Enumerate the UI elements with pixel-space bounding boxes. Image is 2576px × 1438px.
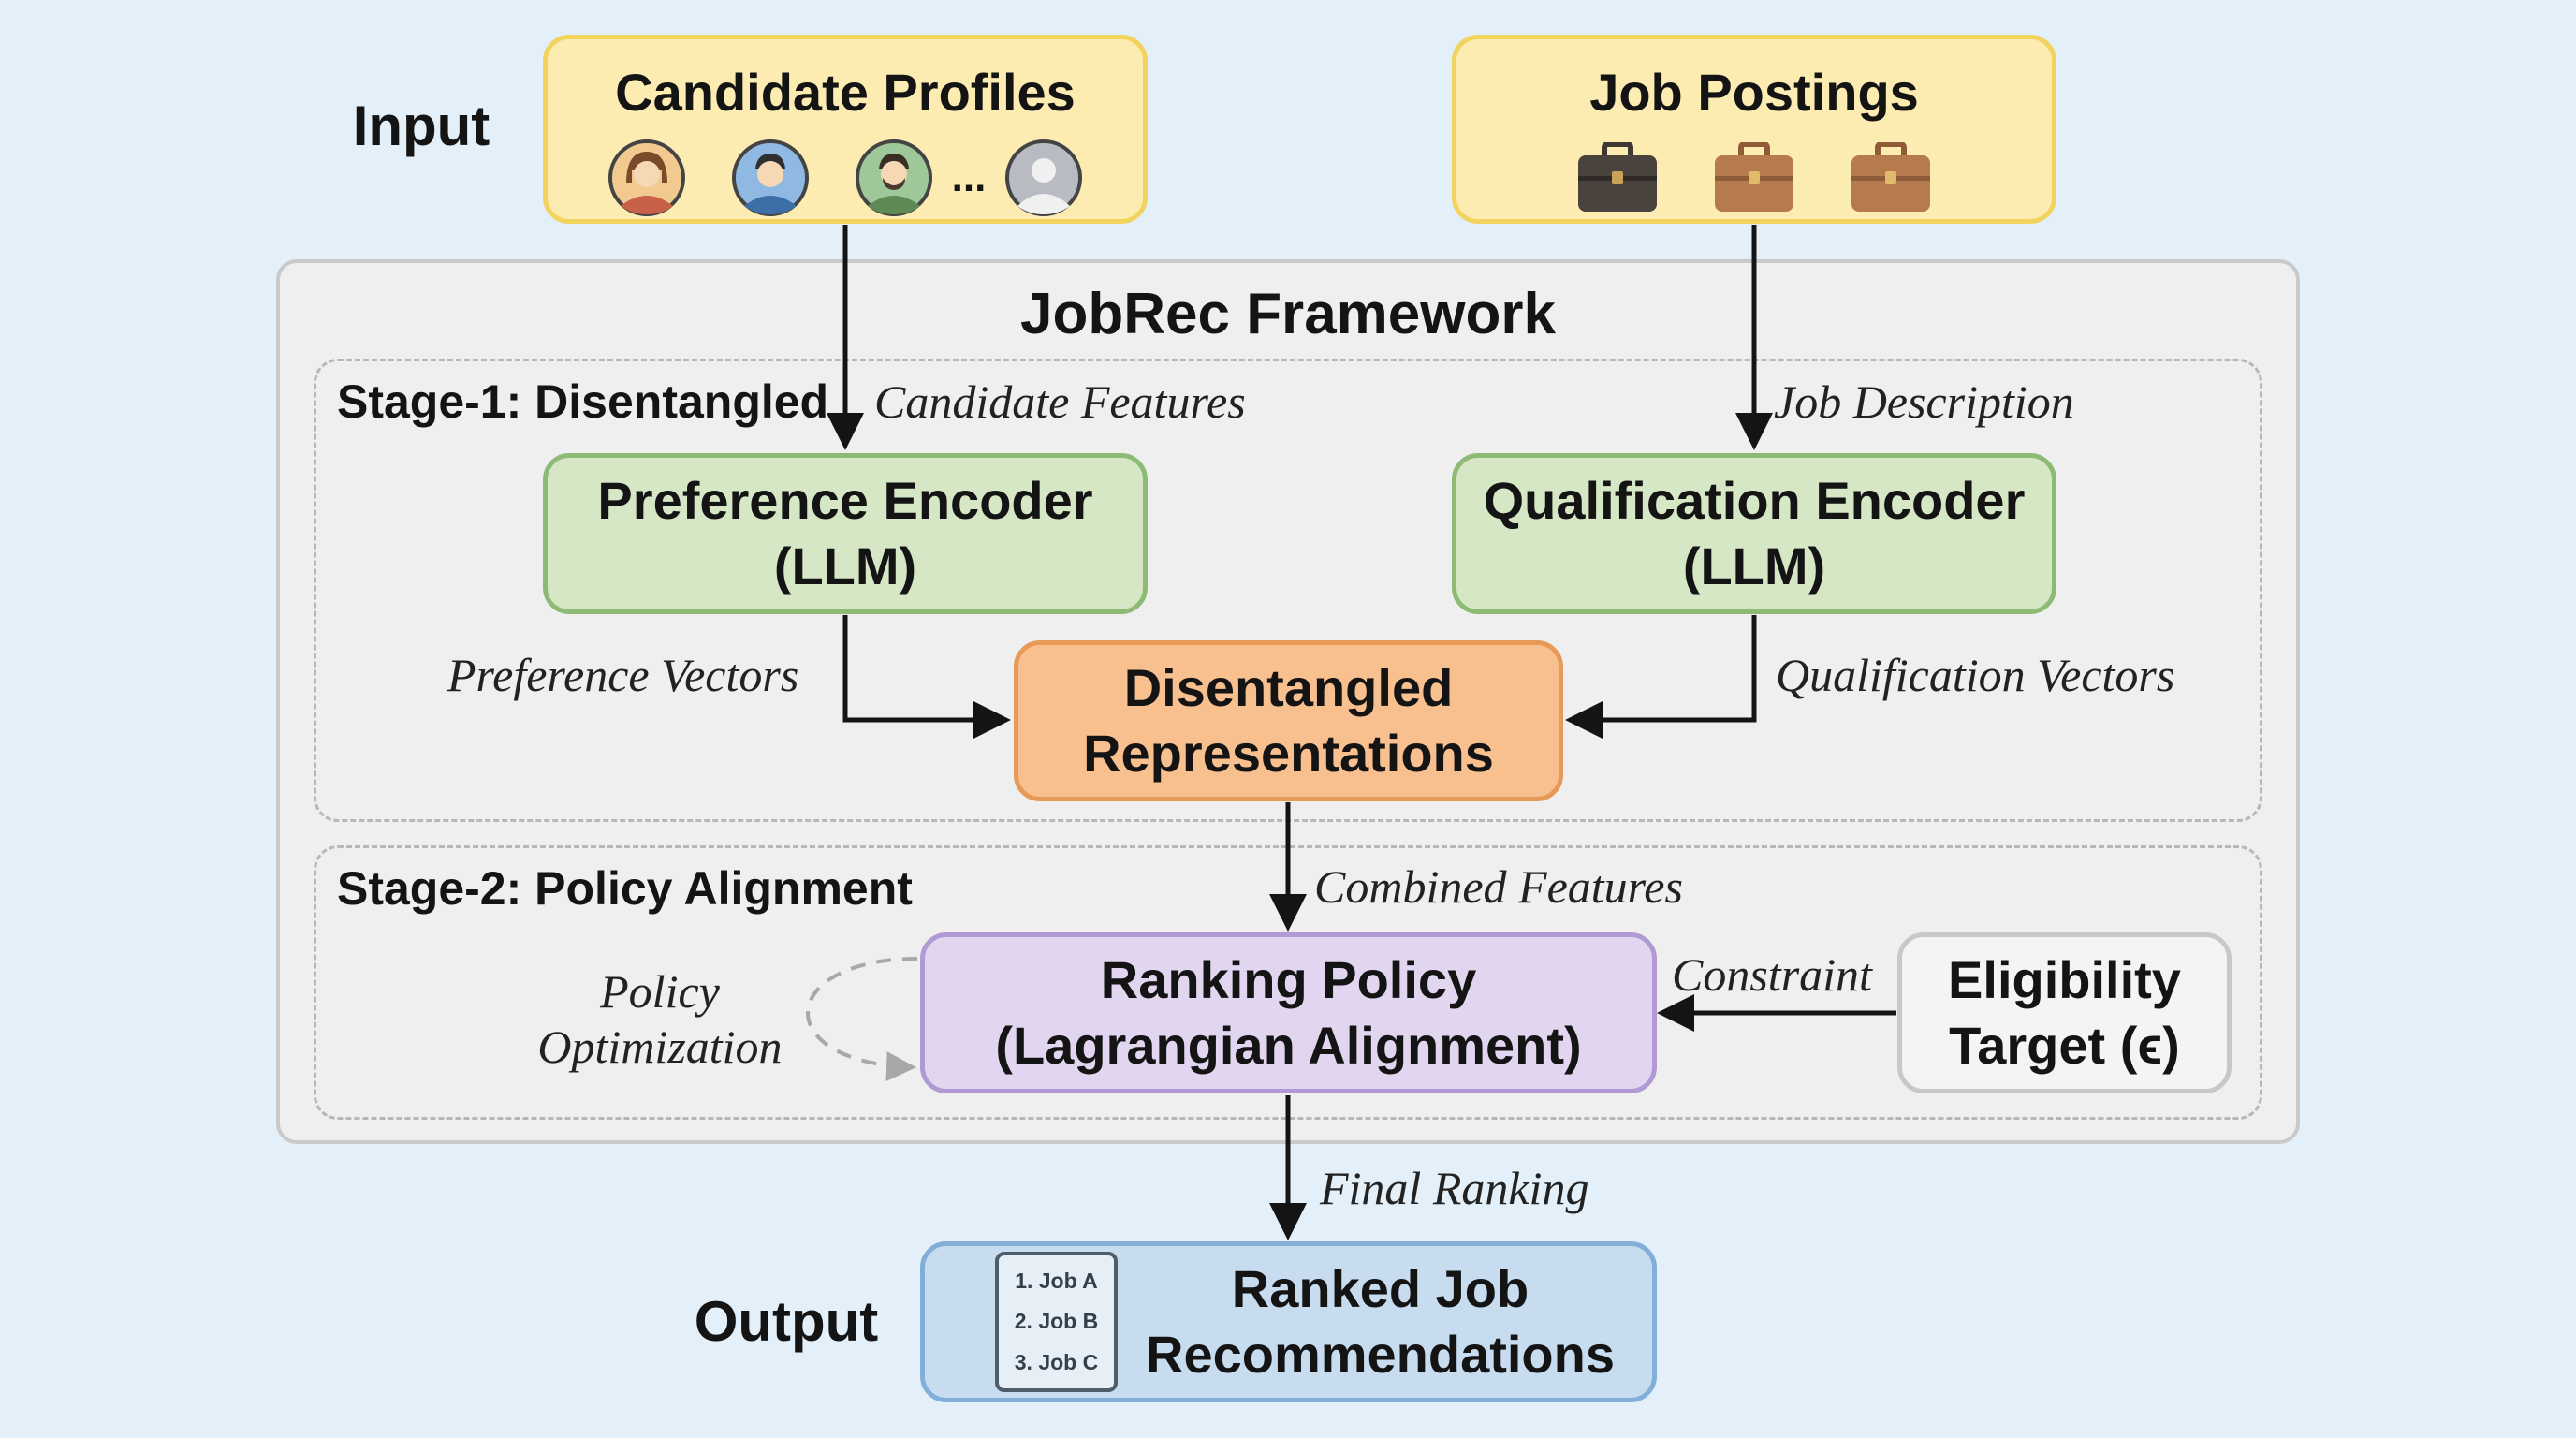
edge-label-job-description: Job Description	[1774, 375, 2074, 428]
ranking-policy-line2: (Lagrangian Alignment)	[995, 1016, 1582, 1075]
edge-label-candidate-features: Candidate Features	[874, 375, 1246, 428]
candidate-avatars: ...	[607, 139, 1084, 217]
preference-encoder-line1: Preference Encoder	[597, 471, 1093, 530]
edge-label-policy: Policy	[600, 965, 720, 1018]
edge-label-qualification-vectors: Qualification Vectors	[1776, 649, 2175, 701]
eligibility-line1: Eligibility	[1948, 950, 2181, 1009]
output-line2: Recommendations	[1146, 1325, 1615, 1384]
avatar-man-beard-icon	[855, 139, 932, 216]
output-label: Output	[694, 1290, 879, 1353]
edge-label-optimization: Optimization	[537, 1020, 783, 1073]
disentangled-line2: Representations	[1083, 724, 1494, 783]
avatar-generic-icon	[1005, 139, 1083, 216]
edge-label-preference-vectors: Preference Vectors	[447, 649, 799, 701]
qualification-encoder-line2: (LLM)	[1682, 536, 1826, 595]
input-label: Input	[352, 95, 490, 157]
eligibility-line2: Target (ϵ)	[1949, 1016, 2180, 1075]
arrow-qualification-to-disentangled	[1565, 615, 1757, 739]
arrow-preference-to-disentangled	[842, 615, 1011, 739]
eligibility-target-box: Eligibility Target (ϵ)	[1897, 932, 2232, 1093]
candidate-profiles-title: Candidate Profiles	[615, 63, 1076, 122]
job-postings-box: Job Postings	[1452, 35, 2056, 224]
ranked-list-item: 1. Job A	[1015, 1269, 1098, 1294]
briefcase-brown-icon	[1715, 142, 1793, 212]
candidates-ellipsis: ...	[951, 154, 987, 200]
qualification-encoder-line1: Qualification Encoder	[1483, 471, 2026, 530]
edge-label-final-ranking: Final Ranking	[1320, 1162, 1589, 1214]
job-postings-title: Job Postings	[1589, 63, 1919, 122]
disentangled-representations-box: Disentangled Representations	[1014, 640, 1563, 801]
briefcase-brown-icon	[1852, 142, 1930, 212]
arrow-policy-optimization-loop	[806, 957, 918, 1082]
avatar-man-icon	[731, 139, 809, 216]
ranked-job-recommendations-box: 1. Job A 2. Job B 3. Job C Ranked Job Re…	[920, 1241, 1657, 1402]
ranking-policy-line1: Ranking Policy	[1100, 950, 1477, 1009]
qualification-encoder-box: Qualification Encoder (LLM)	[1452, 453, 2056, 614]
briefcase-dark-icon	[1578, 142, 1657, 212]
edge-label-combined-features: Combined Features	[1314, 860, 1683, 913]
ranking-policy-box: Ranking Policy (Lagrangian Alignment)	[920, 932, 1657, 1093]
disentangled-line1: Disentangled	[1123, 658, 1454, 717]
ranked-list-item: 2. Job B	[1014, 1309, 1099, 1334]
edge-label-constraint: Constraint	[1672, 948, 1872, 1001]
ranked-list-icon: 1. Job A 2. Job B 3. Job C	[995, 1252, 1118, 1392]
avatar-woman-icon	[607, 139, 685, 216]
job-briefcases	[1576, 142, 1932, 213]
output-line1: Ranked Job	[1231, 1259, 1530, 1318]
preference-encoder-box: Preference Encoder (LLM)	[543, 453, 1148, 614]
stage-1-title: Stage-1: Disentangled	[337, 375, 829, 428]
framework-title: JobRec Framework	[1020, 282, 1556, 346]
stage-2-title: Stage-2: Policy Alignment	[337, 862, 913, 915]
ranked-list-item: 3. Job C	[1014, 1349, 1099, 1374]
preference-encoder-line2: (LLM)	[773, 536, 917, 595]
candidate-profiles-box: Candidate Profiles ...	[543, 35, 1148, 224]
